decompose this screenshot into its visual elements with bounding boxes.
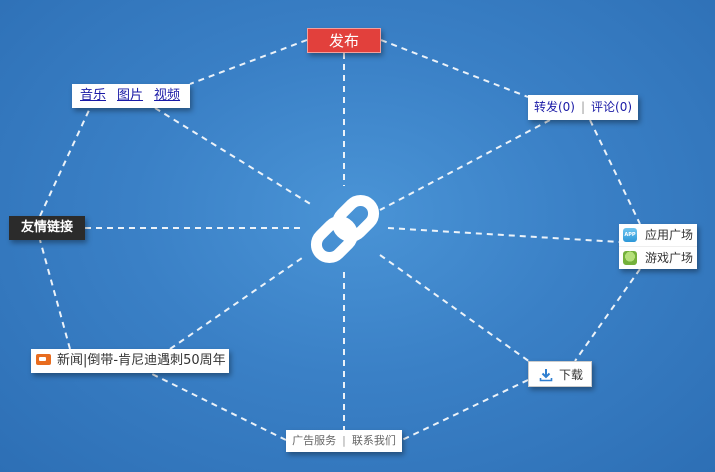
news-label: 新闻|倒带-肯尼迪遇刺50周年: [57, 353, 226, 368]
publish-button[interactable]: 发布: [307, 28, 381, 53]
contact-us-link[interactable]: 联系我们: [351, 434, 396, 447]
app-center-item[interactable]: 应用广场: [619, 224, 697, 246]
game-center-label: 游戏广场: [645, 251, 694, 265]
chain-link-icon: [310, 194, 380, 264]
footer-links: 广告服务 | 联系我们: [286, 430, 402, 452]
comment-link[interactable]: 评论(0): [591, 100, 633, 114]
media-links: 音乐图片视频: [72, 84, 190, 108]
download-arrow-icon: [539, 369, 553, 382]
share-comment-box: 转发(0) | 评论(0): [528, 95, 638, 120]
download-label: 下载: [559, 368, 584, 382]
footer-separator: |: [342, 434, 346, 447]
ad-service-link[interactable]: 广告服务: [292, 434, 337, 447]
friends-links-button[interactable]: 友情链接: [9, 216, 85, 240]
forward-link[interactable]: 转发(0): [533, 100, 575, 114]
app-store-icon: [623, 228, 637, 242]
app-game-box: 应用广场 游戏广场: [619, 224, 697, 269]
game-center-item[interactable]: 游戏广场: [619, 246, 697, 269]
center-share-link[interactable]: [302, 186, 388, 272]
game-center-icon: [623, 251, 637, 265]
music-link[interactable]: 音乐: [80, 88, 107, 103]
share-separator: |: [580, 100, 586, 114]
news-item[interactable]: 新闻|倒带-肯尼迪遇刺50周年: [31, 349, 229, 373]
news-tv-icon: [36, 354, 51, 365]
download-button[interactable]: 下载: [528, 361, 592, 387]
video-link[interactable]: 视频: [154, 88, 181, 103]
pictures-link[interactable]: 图片: [117, 88, 144, 103]
app-center-label: 应用广场: [645, 228, 694, 242]
